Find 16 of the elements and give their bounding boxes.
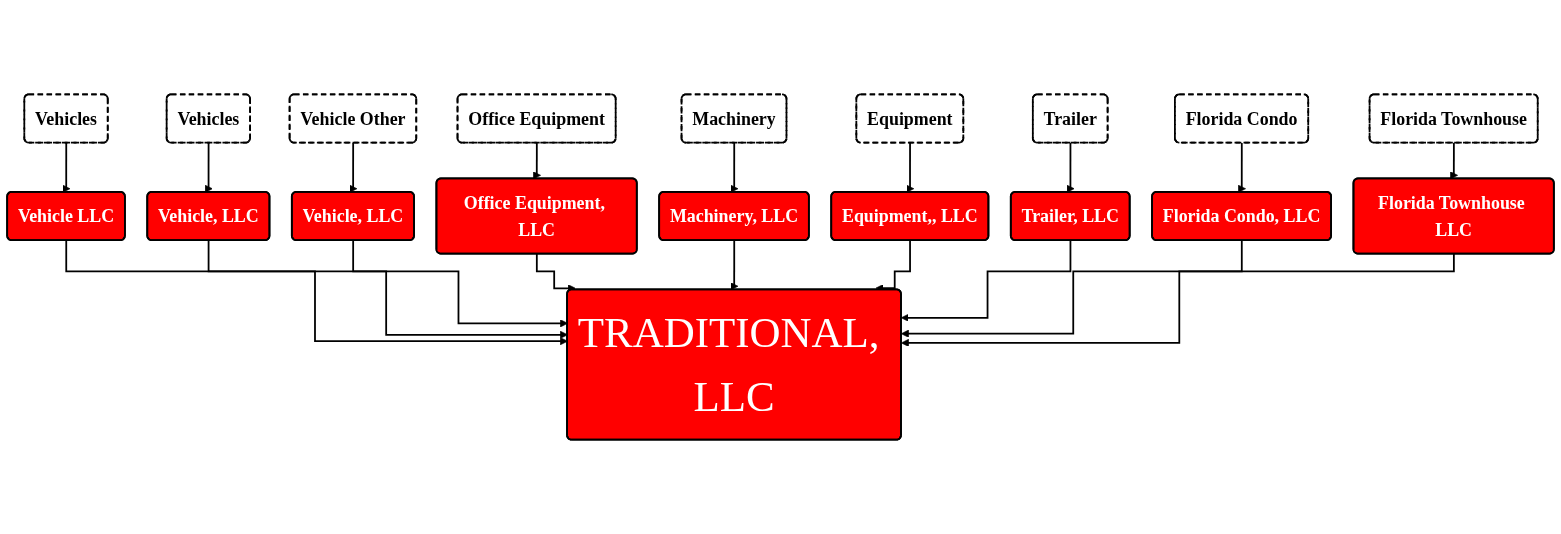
arrow bbox=[901, 253, 1455, 347]
arrow bbox=[906, 142, 915, 193]
arrow bbox=[900, 239, 1072, 322]
arrow bbox=[1238, 142, 1246, 193]
arrow bbox=[352, 239, 568, 328]
arrow bbox=[1450, 142, 1458, 180]
arrow bbox=[349, 142, 358, 193]
arrow bbox=[901, 239, 1243, 338]
arrow bbox=[533, 142, 541, 180]
arrow bbox=[65, 239, 568, 346]
arrow bbox=[62, 142, 71, 193]
arrow bbox=[730, 142, 739, 193]
arrow bbox=[204, 142, 213, 193]
arrow bbox=[1066, 142, 1075, 193]
arrow bbox=[730, 239, 739, 291]
arrow bbox=[207, 239, 568, 339]
